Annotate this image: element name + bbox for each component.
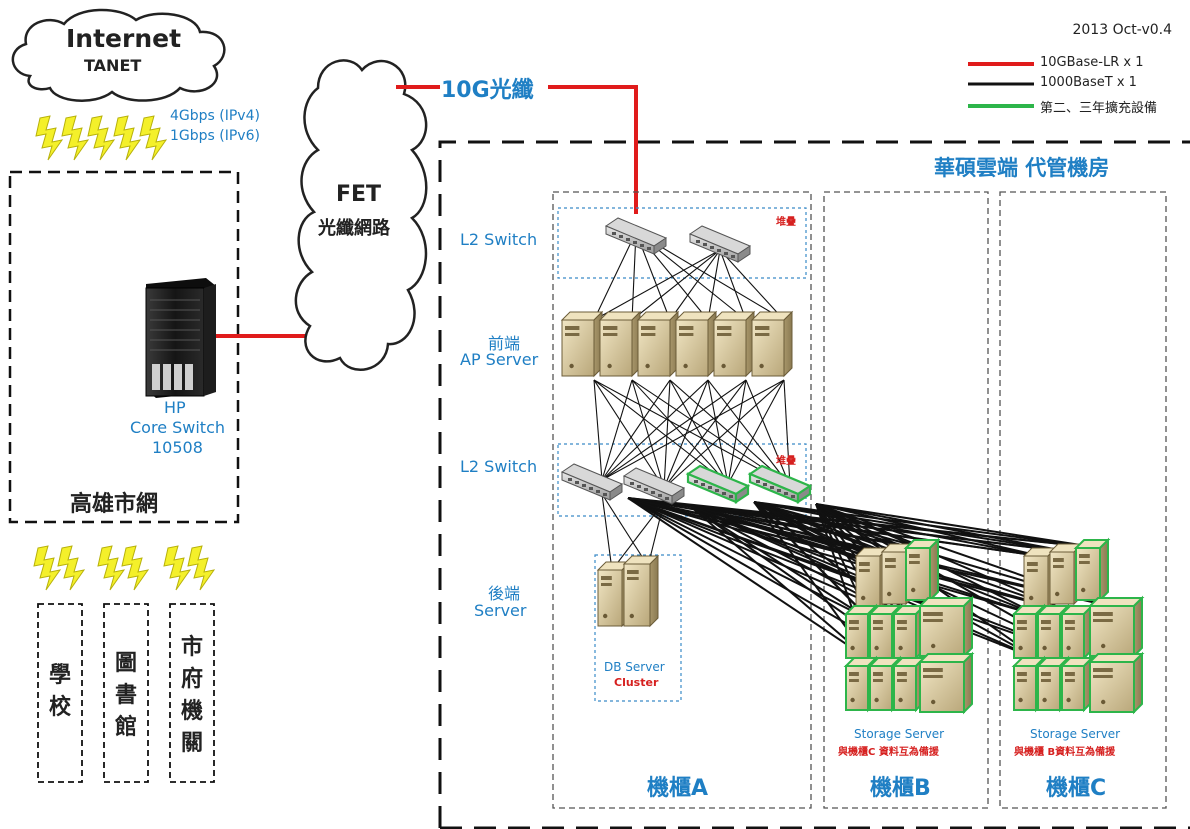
cabinet-b-storage-label: Storage Server [854, 727, 945, 741]
endpoint-school-label: 學校 [49, 663, 72, 720]
legend-expansion-label: 第二、三年擴充設備 [1040, 101, 1158, 116]
lightning-icon [163, 545, 192, 591]
endpoint-library-label: 圖書館 [115, 651, 138, 740]
db-server-label: DB Server [604, 660, 665, 674]
l2-switch-icon [604, 217, 668, 255]
kaohsiung-network-label: 高雄市網 [70, 492, 159, 517]
layer-l2-mid-label: L2 Switch [460, 457, 538, 476]
cabinet-c-label: 機櫃C [1046, 776, 1107, 801]
cabinet-c-box [999, 191, 1167, 809]
internet-title: Internet [66, 24, 182, 53]
layer-backend-line1: 後端 [488, 584, 521, 603]
db-cluster-box [594, 554, 682, 702]
datacenter-title: 華碩雲端 代管機房 [934, 156, 1110, 180]
l2-switch-icon [560, 463, 624, 501]
lightning-icon [57, 545, 86, 591]
internet-subtitle: TANET [84, 56, 142, 75]
bandwidth-ipv4: 4Gbps (IPv4) [170, 108, 260, 124]
internet-cloud [11, 8, 226, 102]
fet-to-l2-fiber [548, 85, 638, 214]
cabinet-c-storage-label: Storage Server [1030, 727, 1121, 741]
device-icons [560, 217, 1145, 715]
storage-server-icon [1073, 537, 1111, 603]
cabinet-b-note: 與機櫃C 資料互為備援 [838, 747, 939, 758]
kaohsiung-network-box [8, 170, 240, 524]
bandwidth-ipv6: 1Gbps (IPv6) [170, 128, 260, 144]
lightning-icon [97, 545, 126, 591]
lightning-icon [87, 115, 116, 161]
l2-switch-icon [622, 467, 686, 505]
cabinet-a-box [552, 191, 812, 809]
layer-ap-line1: 前端 [488, 334, 521, 353]
cabinet-b-label: 機櫃B [870, 776, 931, 801]
storage-server-icon [1059, 603, 1095, 661]
endpoint-library-box [103, 603, 149, 783]
lightning-icon [121, 545, 150, 591]
lightning-icon [139, 115, 168, 161]
cabinet-a-label: 機櫃A [647, 776, 709, 801]
stack-label-top: 堆疊 [776, 217, 796, 228]
fet-title: FET [336, 182, 382, 207]
endpoint-government-box [169, 603, 215, 783]
legend-copper-label: 1000BaseT x 1 [1040, 75, 1137, 90]
core-switch-line3: 10508 [152, 438, 203, 457]
cabinet-b-box [823, 191, 989, 809]
db-server-icon [622, 554, 660, 628]
fiber-link-label: 10G光纖 [441, 78, 534, 103]
core-switch-line2: Core Switch [130, 418, 226, 437]
endpoint-lightning-icons [33, 545, 216, 591]
ap-server-icon [674, 310, 718, 378]
layer-l2-top-label: L2 Switch [460, 230, 538, 249]
core-switch-line1: HP [164, 398, 186, 417]
endpoint-school-box [37, 603, 83, 783]
lightning-icon [187, 545, 216, 591]
storage-server-icon [903, 537, 941, 603]
stack-label-mid: 堆疊 [776, 456, 796, 467]
ap-server-icon [598, 310, 642, 378]
storage-server-icon [917, 595, 975, 659]
ap-server-icon [712, 310, 756, 378]
l2-switch-expansion-icon [747, 464, 813, 505]
ap-server-icon [560, 310, 604, 378]
lightning-icon [33, 545, 62, 591]
cabinet-c-note: 與機櫃 B資料互為備援 [1014, 747, 1116, 758]
l2-switch-expansion-icon [685, 464, 751, 505]
l2-top-stack-box [557, 207, 807, 279]
datacenter-border [438, 140, 1190, 828]
layer-backend-line2: Server [474, 601, 527, 620]
storage-server-icon [917, 651, 975, 715]
version-label: 2013 Oct-v0.4 [1072, 22, 1172, 38]
ap-server-icon [636, 310, 680, 378]
fet-subtitle: 光纖網路 [318, 218, 390, 239]
storage-server-icon [1087, 651, 1145, 715]
fet-cloud [294, 59, 428, 372]
storage-server-icon [1059, 655, 1095, 713]
core-switch-icon [145, 278, 216, 398]
bandwidth-lightning-icons [35, 115, 168, 161]
lightning-icon [35, 115, 64, 161]
ap-server-icon [750, 310, 794, 378]
legend-fiber-label: 10GBase-LR x 1 [1040, 55, 1144, 70]
endpoint-government-label: 市府機關 [181, 635, 204, 756]
l2-switch-icon [688, 225, 752, 263]
layer-ap-line2: AP Server [460, 350, 539, 369]
db-cluster-label: Cluster [614, 676, 659, 689]
lightning-icon [61, 115, 90, 161]
storage-server-icon [1087, 595, 1145, 659]
lightning-icon [113, 115, 142, 161]
